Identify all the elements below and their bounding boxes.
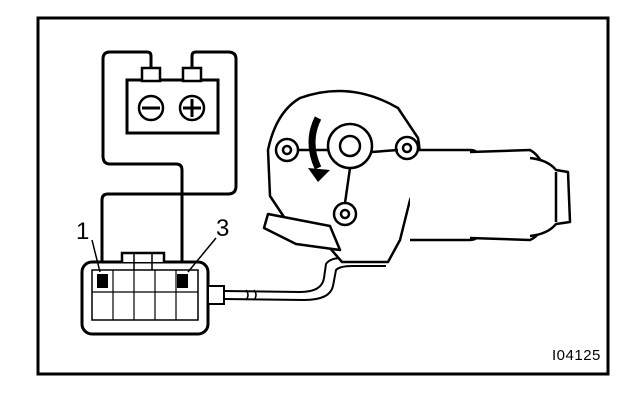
pin-1-label: 1 [76,218,90,245]
negative-lead-wire [101,50,184,276]
motor-connector-socket [262,212,342,252]
pin-3-label: 3 [216,215,230,242]
housing-rib [343,167,352,204]
diagram-frame [36,16,610,376]
wire-harness-lower [223,265,386,302]
output-shaft [338,134,362,158]
mount-bolt-right-hole [401,142,413,154]
battery-positive-terminal [181,66,203,83]
pin-1-leader [91,239,101,273]
motor-connector [80,251,225,336]
pin-3-leader [187,237,217,273]
motor-end-cap [529,156,572,238]
positive-lead-wire [100,50,238,276]
mount-bolt-left-hole [281,144,293,156]
motor-body [410,148,482,242]
rotation-direction-arrow [308,116,330,182]
connector-terminal-3 [177,274,188,288]
battery-negative-terminal [140,66,162,83]
harness-break-mark [245,289,257,301]
minus-icon [137,94,165,122]
wiper-motor [262,89,572,264]
connector-terminal-1 [97,274,108,288]
battery [125,66,220,135]
housing-rib [371,148,399,154]
plus-icon [178,94,206,122]
mount-bolt-bottom-hole [339,208,351,220]
wire-harness [223,257,386,294]
figure-id: I04125 [552,347,601,364]
